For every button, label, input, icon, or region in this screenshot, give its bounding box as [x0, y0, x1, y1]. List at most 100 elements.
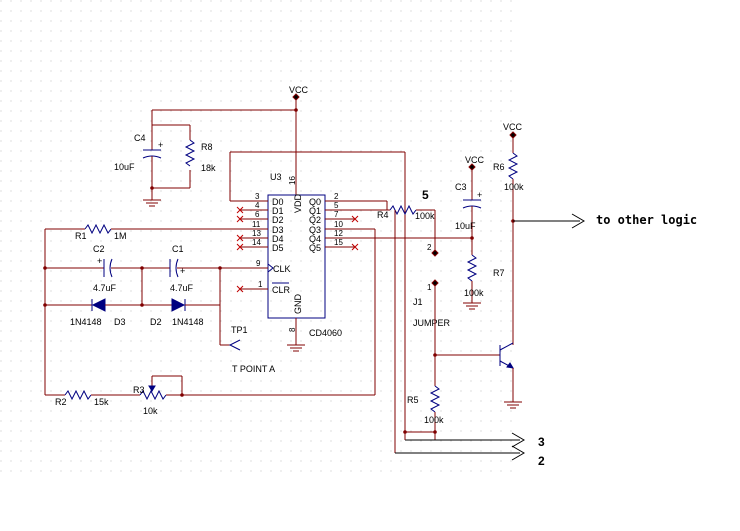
j1-ref: J1: [413, 297, 423, 307]
svg-text:+: +: [477, 190, 482, 200]
svg-text:10: 10: [334, 220, 343, 229]
svg-text:D5: D5: [272, 243, 284, 253]
j1-value: JUMPER: [413, 318, 451, 328]
resistor-r7: R7 100k: [464, 254, 505, 303]
r1-value: 1M: [114, 231, 127, 241]
d3-ref: D3: [114, 317, 126, 327]
d3-value: 1N4148: [70, 317, 102, 327]
svg-text:7: 7: [334, 210, 339, 219]
r7-value: 100k: [464, 288, 484, 298]
c1-value: 4.7uF: [170, 283, 194, 293]
u3-vdd-label: VDD: [293, 193, 303, 213]
svg-text:Q5: Q5: [309, 243, 321, 253]
svg-text:VCC: VCC: [503, 122, 523, 132]
resistor-r4: R4 100k 5: [377, 188, 435, 221]
capacitor-c1: + C1 4.7uF: [169, 244, 194, 293]
svg-text:D1: D1: [272, 206, 284, 216]
svg-text:6: 6: [255, 210, 260, 219]
r2-ref: R2: [55, 397, 67, 407]
svg-text:D3: D3: [272, 225, 284, 235]
svg-text:5: 5: [334, 201, 339, 210]
tp1-ref: TP1: [231, 325, 248, 335]
jumper-j1: 2 1 J1 JUMPER: [413, 243, 451, 328]
r5-value: 100k: [424, 415, 444, 425]
svg-text:4: 4: [255, 201, 260, 210]
svg-text:Q2: Q2: [309, 215, 321, 225]
c4-value: 10uF: [114, 162, 135, 172]
r2-value: 15k: [94, 397, 109, 407]
svg-text:15: 15: [334, 238, 343, 247]
resistor-r8: R8 18k: [184, 125, 216, 188]
c2-ref: C2: [93, 244, 105, 254]
svg-text:11: 11: [252, 220, 261, 229]
svg-text:Q1: Q1: [309, 206, 321, 216]
svg-text:CLK: CLK: [273, 264, 291, 274]
capacitor-c3: + C3 10uF: [455, 182, 482, 255]
r7-ref: R7: [493, 268, 505, 278]
d2-value: 1N4148: [172, 317, 204, 327]
ground-r7: [463, 302, 481, 310]
svg-text:14: 14: [252, 238, 261, 247]
ic-u3: U3 CD4060 VDD 16 GND 8 3 D0 4 D1 6 D2 11…: [240, 172, 355, 338]
u3-part: CD4060: [309, 328, 342, 338]
vcc-r6: VCC: [503, 122, 523, 153]
svg-text:2: 2: [427, 243, 432, 252]
svg-text:Q4: Q4: [309, 234, 321, 244]
d2-ref: D2: [150, 317, 162, 327]
resistor-r2: R2 15k: [55, 389, 109, 407]
u3-gnd-pin: 8: [288, 327, 297, 332]
svg-text:9: 9: [256, 259, 261, 268]
svg-text:+: +: [158, 140, 163, 150]
r3-ref: R3: [133, 385, 145, 395]
r5-ref: R5: [407, 395, 419, 405]
vcc-main-label: VCC: [289, 85, 309, 95]
svg-text:+: +: [180, 266, 185, 276]
svg-text:D4: D4: [272, 234, 284, 244]
svg-text:12: 12: [334, 229, 343, 238]
svg-text:13: 13: [252, 229, 261, 238]
net-3-label: 3: [538, 435, 545, 449]
resistor-r6: R6 100k: [493, 152, 524, 345]
ground-transistor: [504, 401, 522, 409]
capacitor-c2: + C2 4.7uF: [93, 244, 117, 293]
u3-vdd-pin: 16: [288, 176, 297, 185]
ground-c4: [143, 188, 161, 207]
svg-text:Q3: Q3: [309, 225, 321, 235]
svg-text:+: +: [97, 256, 102, 266]
net-2-label: 2: [538, 454, 545, 468]
resistor-r5: R5 100k: [407, 385, 444, 440]
svg-text:2: 2: [334, 192, 339, 201]
c3-value: 10uF: [455, 221, 476, 231]
npn-transistor: [499, 342, 514, 402]
net-5-label: 5: [422, 188, 429, 202]
potentiometer-r3: R3 10k: [133, 375, 183, 416]
svg-text:1: 1: [258, 280, 263, 289]
r8-ref: R8: [201, 142, 213, 152]
r3-value: 10k: [143, 406, 158, 416]
vcc-c3: VCC: [465, 155, 485, 200]
tp1-value: T POINT A: [232, 364, 275, 374]
svg-text:VCC: VCC: [465, 155, 485, 165]
svg-text:CLR: CLR: [272, 285, 291, 295]
c2-value: 4.7uF: [93, 283, 117, 293]
svg-text:Q0: Q0: [309, 197, 321, 207]
svg-text:3: 3: [255, 192, 260, 201]
r4-value: 100k: [415, 211, 435, 221]
c1-ref: C1: [172, 244, 184, 254]
r8-value: 18k: [201, 163, 216, 173]
no-connect-marks: [236, 206, 359, 293]
u3-ref: U3: [270, 172, 282, 182]
c3-ref: C3: [455, 182, 467, 192]
c4-ref: C4: [134, 133, 146, 143]
r6-ref: R6: [493, 162, 505, 172]
test-point-tp1: TP1 T POINT A: [220, 325, 275, 374]
capacitor-c4: + C4 10uF: [114, 110, 190, 188]
to-other-logic-label: to other logic: [596, 213, 697, 227]
svg-text:D0: D0: [272, 197, 284, 207]
vcc-main: VCC: [289, 85, 309, 110]
r4-ref: R4: [377, 210, 389, 220]
r6-value: 100k: [504, 182, 524, 192]
svg-text:D2: D2: [272, 215, 284, 225]
u3-gnd-label: GND: [293, 294, 303, 315]
